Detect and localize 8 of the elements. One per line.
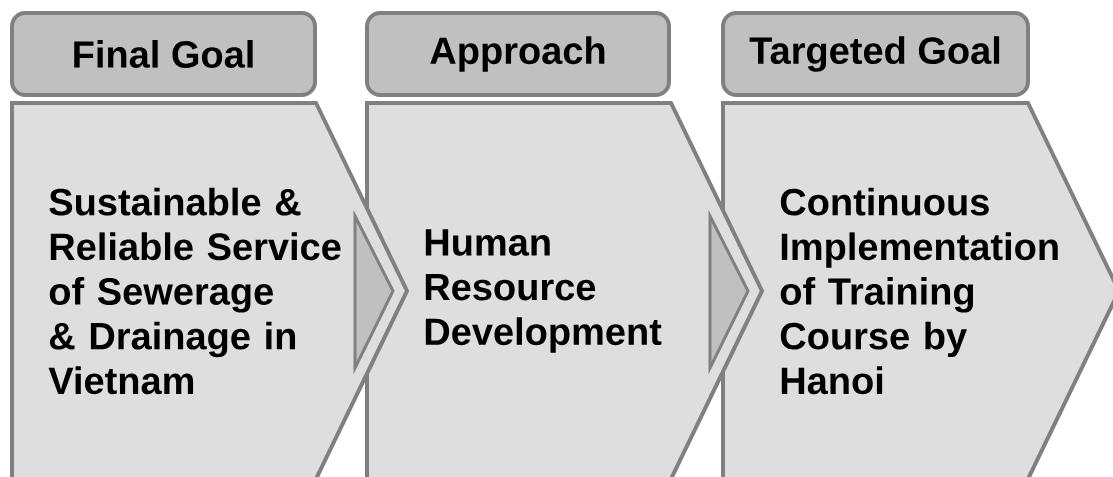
node-label: Sustainable & Reliable Service of Sewerage & Drainage in Vietnam (48, 187, 341, 395)
header-box: Final Goal (10, 11, 317, 97)
chevron-box: Sustainable & Reliable Service of Sewerage & Drainage in Vietnam (10, 101, 410, 477)
header-box: Targeted Goal (721, 11, 1030, 97)
chevron-box: Human Resource Development (365, 101, 765, 477)
header-box: Approach (365, 11, 671, 97)
chevron-box: Continuous Implementation of Training Course by Hanoi (721, 101, 1113, 477)
node-label: Human Resource Development (425, 229, 662, 353)
